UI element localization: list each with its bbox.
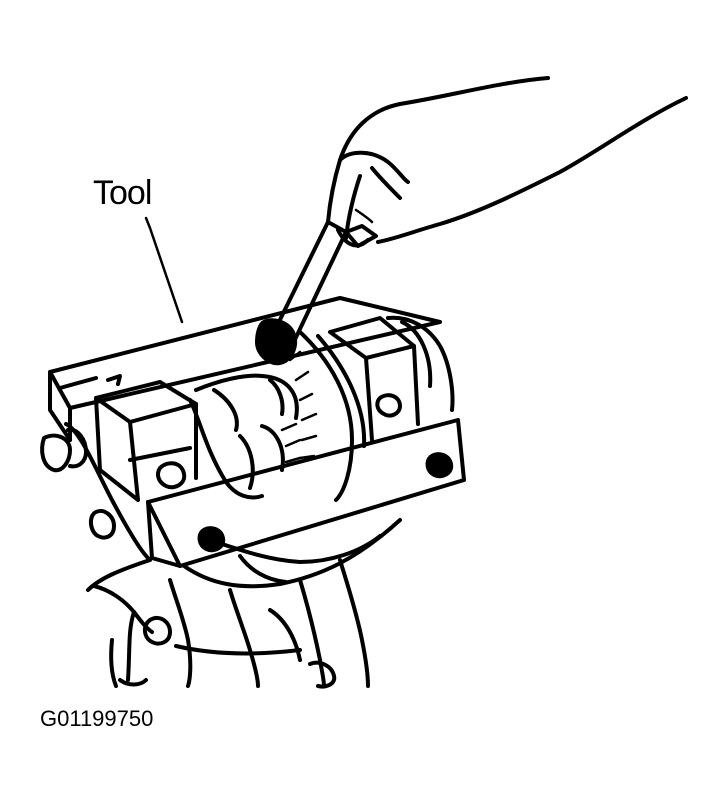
tool-fixture bbox=[48, 296, 442, 442]
hand-drawing bbox=[326, 76, 688, 248]
tool-leader-line bbox=[144, 216, 184, 324]
differential-housing bbox=[40, 315, 455, 560]
lower-housing bbox=[86, 518, 402, 689]
figure-id: G01199750 bbox=[40, 706, 154, 731]
wrench-tool bbox=[254, 220, 378, 366]
tool-front-rail bbox=[146, 418, 466, 568]
tool-callout-label: Tool bbox=[93, 174, 152, 212]
